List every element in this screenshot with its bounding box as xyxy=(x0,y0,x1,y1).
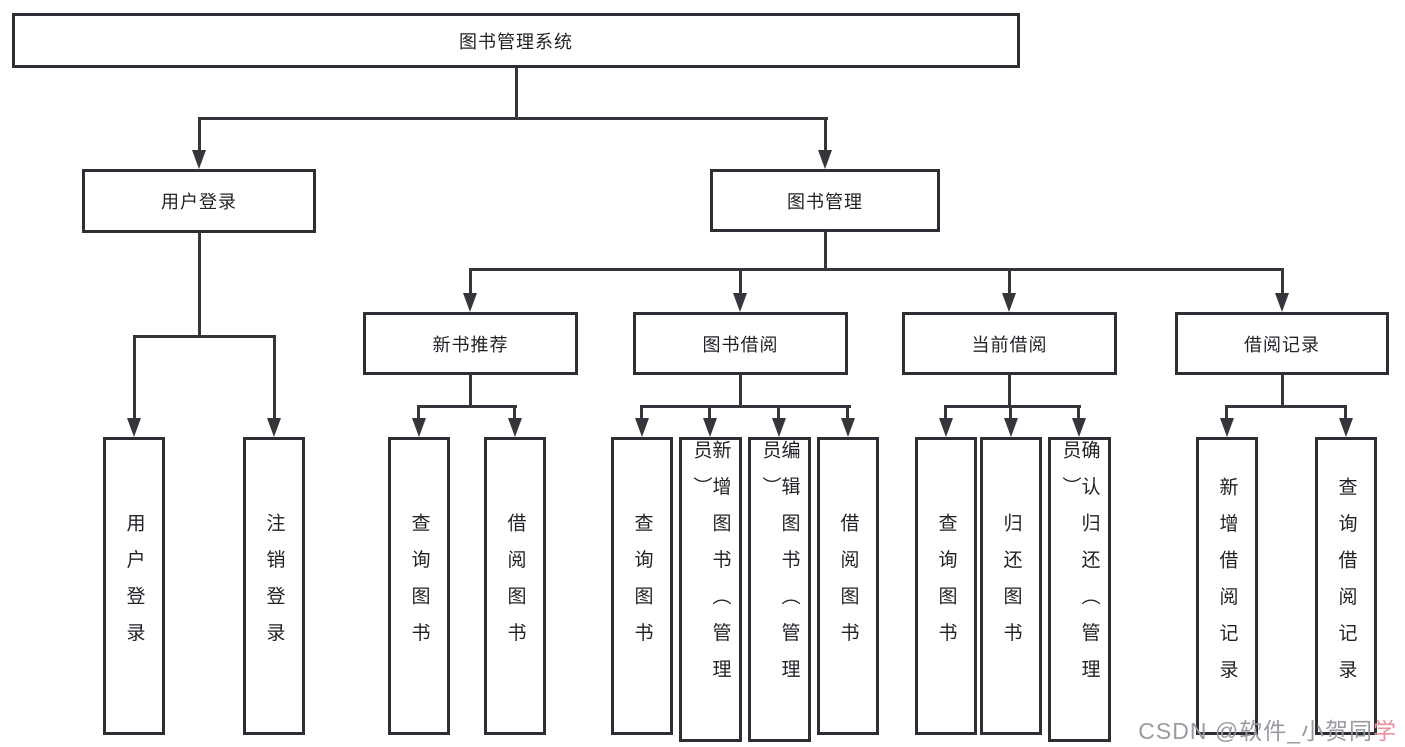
connector-line xyxy=(198,117,201,153)
node-book-management: 图书管理 xyxy=(710,169,940,232)
arrow-down-icon xyxy=(127,418,141,437)
connector-line xyxy=(1281,374,1284,407)
connector-line xyxy=(777,405,780,420)
leaf-confirm-return-admin-label: 确认归还（管理员） xyxy=(1059,440,1100,696)
connector-line xyxy=(515,68,518,118)
connector-line xyxy=(469,268,1284,271)
node-user-login-label: 用户登录 xyxy=(161,192,237,212)
watermark-text: CSDN @软件_小贺同 xyxy=(1138,718,1373,744)
arrow-down-icon xyxy=(463,293,477,312)
connector-line xyxy=(1008,374,1011,407)
leaf-query-books-borrow-label: 查询图书 xyxy=(631,513,653,659)
leaf-borrow-books: 借阅图书 xyxy=(817,437,879,735)
connector-line xyxy=(1344,405,1347,420)
arrow-down-icon xyxy=(733,293,747,312)
arrow-down-icon xyxy=(1220,418,1234,437)
leaf-borrow-books-label: 借阅图书 xyxy=(837,513,859,659)
leaf-return-books-label: 归还图书 xyxy=(1000,513,1022,659)
connector-line xyxy=(739,374,742,407)
arrow-down-icon xyxy=(412,418,426,437)
node-borrowing-records: 借阅记录 xyxy=(1175,312,1389,375)
arrow-down-icon xyxy=(1275,293,1289,312)
node-book-borrowing-label: 图书借阅 xyxy=(702,334,779,355)
connector-line xyxy=(640,405,851,408)
connector-line xyxy=(417,405,420,420)
node-new-book-recommendation: 新书推荐 xyxy=(363,312,578,375)
watermark-accent-text: 学 xyxy=(1373,718,1397,744)
leaf-user-login: 用户登录 xyxy=(103,437,165,735)
connector-line xyxy=(198,117,828,120)
node-user-login: 用户登录 xyxy=(82,169,316,233)
connector-line xyxy=(824,231,827,271)
leaf-borrow-books-recommend-label: 借阅图书 xyxy=(504,513,526,659)
leaf-query-books-current: 查询图书 xyxy=(915,437,977,735)
leaf-query-borrow-record-label: 查询借阅记录 xyxy=(1335,476,1357,696)
node-book-management-label: 图书管理 xyxy=(787,191,863,212)
connector-line xyxy=(469,268,472,295)
leaf-logout: 注销登录 xyxy=(243,437,305,735)
arrow-down-icon xyxy=(841,418,855,437)
node-current-borrowing-label: 当前借阅 xyxy=(971,334,1048,355)
node-root-label: 图书管理系统 xyxy=(459,31,573,52)
leaf-add-borrow-record-label: 新增借阅记录 xyxy=(1216,476,1238,696)
leaf-add-books-admin-label: 新增图书（管理员） xyxy=(690,440,731,696)
node-borrowing-records-label: 借阅记录 xyxy=(1244,334,1320,355)
connector-line xyxy=(824,117,827,153)
connector-line xyxy=(846,405,849,420)
arrow-down-icon xyxy=(703,418,717,437)
arrow-down-icon xyxy=(192,150,206,169)
connector-line xyxy=(739,268,742,295)
connector-line xyxy=(944,405,947,420)
leaf-edit-books-admin-label: 编辑图书（管理员） xyxy=(759,440,800,696)
leaf-add-books-admin: 新增图书（管理员） xyxy=(679,437,742,742)
connector-line xyxy=(944,405,1081,408)
arrow-down-icon xyxy=(1002,293,1016,312)
connector-line xyxy=(273,335,276,420)
arrow-down-icon xyxy=(635,418,649,437)
node-book-borrowing: 图书借阅 xyxy=(633,312,848,375)
connector-line xyxy=(1225,405,1228,420)
connector-line xyxy=(198,232,201,338)
leaf-query-books-current-label: 查询图书 xyxy=(935,513,957,659)
node-current-borrowing: 当前借阅 xyxy=(902,312,1117,375)
connector-line xyxy=(1009,405,1012,420)
leaf-user-login-label: 用户登录 xyxy=(123,513,145,659)
leaf-return-books: 归还图书 xyxy=(980,437,1042,735)
connector-line xyxy=(1008,268,1011,295)
connector-line xyxy=(133,335,136,420)
node-root: 图书管理系统 xyxy=(12,13,1020,68)
leaf-query-books-recommend-label: 查询图书 xyxy=(408,513,430,659)
connector-line xyxy=(1077,405,1080,420)
leaf-query-books-recommend: 查询图书 xyxy=(388,437,450,735)
connector-line xyxy=(417,405,517,408)
node-new-book-recommendation-label: 新书推荐 xyxy=(432,334,509,355)
arrow-down-icon xyxy=(1072,418,1086,437)
arrow-down-icon xyxy=(939,418,953,437)
leaf-logout-label: 注销登录 xyxy=(263,513,285,659)
connector-line xyxy=(1281,268,1284,295)
connector-line xyxy=(469,374,472,407)
connector-line xyxy=(1225,405,1347,408)
arrow-down-icon xyxy=(508,418,522,437)
leaf-add-borrow-record: 新增借阅记录 xyxy=(1196,437,1258,735)
arrow-down-icon xyxy=(267,418,281,437)
arrow-down-icon xyxy=(1004,418,1018,437)
leaf-borrow-books-recommend: 借阅图书 xyxy=(484,437,546,735)
arrow-down-icon xyxy=(1339,418,1353,437)
connector-line xyxy=(513,405,516,420)
arrow-down-icon xyxy=(772,418,786,437)
connector-line xyxy=(708,405,711,420)
leaf-query-books-borrow: 查询图书 xyxy=(611,437,673,735)
watermark: CSDN @软件_小贺同学 xyxy=(1138,712,1397,746)
connector-line xyxy=(640,405,643,420)
leaf-query-borrow-record: 查询借阅记录 xyxy=(1315,437,1377,735)
connector-line xyxy=(133,335,276,338)
leaf-edit-books-admin: 编辑图书（管理员） xyxy=(748,437,811,742)
leaf-confirm-return-admin: 确认归还（管理员） xyxy=(1048,437,1111,742)
arrow-down-icon xyxy=(818,150,832,169)
